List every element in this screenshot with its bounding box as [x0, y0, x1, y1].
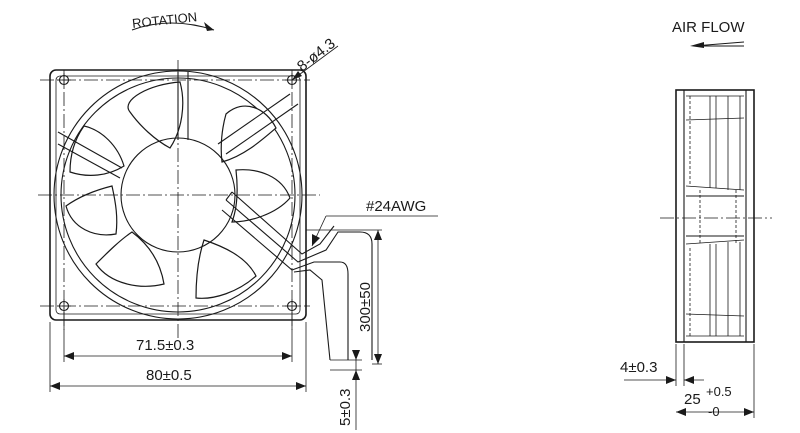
- hole-pitch-label: 71.5±0.3: [136, 337, 194, 354]
- side-hub: [686, 190, 744, 244]
- air-flow-label: AIR FLOW: [672, 19, 745, 36]
- wire-gauge-label: #24AWG: [366, 198, 426, 215]
- fan-blades: [65, 81, 291, 299]
- side-view: AIR FLOW: [620, 19, 772, 419]
- wire-gauge-callout: [311, 215, 438, 247]
- side-lower-blades: [685, 239, 745, 336]
- depth-upper-tol: +0.5: [706, 384, 732, 399]
- frame-width-dimension: [49, 322, 307, 392]
- hole-pitch-dimension: [63, 312, 293, 362]
- side-upper-blades: [685, 96, 745, 191]
- air-flow-arrow-icon: [690, 41, 745, 48]
- mount-hole-label: 8-ø4.3: [294, 35, 339, 75]
- depth-dimension: [676, 344, 755, 418]
- lead-wires: [221, 191, 373, 361]
- frame-width-label: 80±0.5: [146, 367, 192, 384]
- depth-main-label: 25: [684, 391, 701, 408]
- rotation-label: ROTATION: [131, 9, 197, 31]
- front-view: ROTATION 8-ø4.3 #24AWG 300±50: [38, 9, 438, 430]
- wire-length-label: 300±50: [357, 282, 374, 332]
- flange-dimension: [624, 344, 704, 386]
- wire-length-dimension: [306, 229, 382, 365]
- side-outline: [675, 89, 755, 343]
- wire-strip-dimension: [330, 350, 362, 430]
- rotation-arrow-icon: [131, 22, 215, 31]
- depth-lower-tol: -0: [708, 404, 720, 419]
- mount-hole-callout: [291, 45, 339, 81]
- wire-strip-label: 5±0.3: [337, 389, 354, 426]
- flange-label: 4±0.3: [620, 359, 657, 376]
